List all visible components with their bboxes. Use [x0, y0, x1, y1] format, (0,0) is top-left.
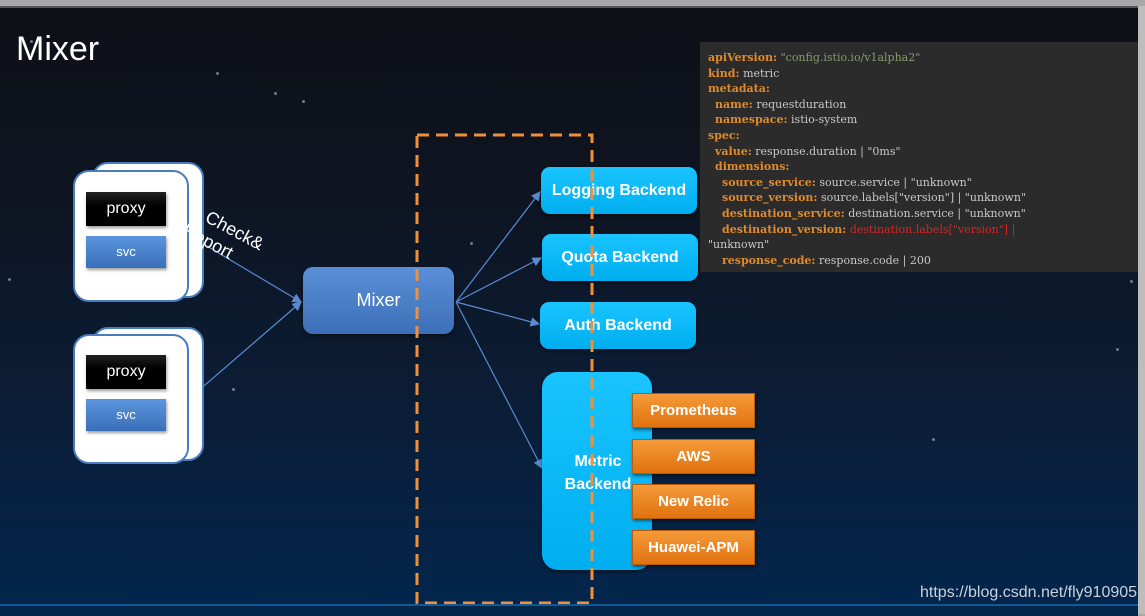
star-decoration	[302, 100, 305, 103]
star-decoration	[8, 278, 11, 281]
code-line: destination_service: destination.service…	[708, 206, 1138, 222]
code-value: "unknown"	[708, 238, 770, 252]
arrow-pod1-to-mixer	[189, 235, 303, 303]
code-value: destination.labels["version"] |	[849, 222, 1016, 236]
arrow-pod2-to-mixer	[189, 301, 302, 399]
arrow-mixer-to-metric	[455, 301, 543, 470]
star-decoration	[1116, 348, 1119, 351]
code-value: requestduration	[756, 97, 847, 111]
code-value: response.duration | "0ms"	[755, 144, 901, 158]
arrow-mixer-to-logging	[455, 191, 541, 303]
code-key: value:	[715, 144, 752, 158]
provider-prometheus[interactable]: Prometheus	[632, 393, 755, 428]
arrow-mixer-to-auth	[455, 301, 541, 327]
code-key: kind:	[708, 66, 740, 80]
code-key: dimensions:	[715, 160, 790, 174]
code-line: source_service: source.service | "unknow…	[708, 175, 1138, 191]
star-decoration	[216, 72, 219, 75]
proxy-box[interactable]: proxy	[86, 355, 166, 389]
code-line: response_code: response.code | 200	[708, 253, 1138, 269]
code-line: spec:	[708, 128, 1138, 144]
code-value: source.service | "unknown"	[819, 175, 972, 189]
star-decoration	[1130, 280, 1133, 283]
code-key: source_version:	[722, 191, 818, 205]
code-value: metric	[743, 66, 780, 80]
star-decoration	[274, 92, 277, 95]
code-key: namespace:	[715, 113, 788, 127]
logging-backend[interactable]: Logging Backend	[541, 167, 697, 214]
code-line: namespace: istio-system	[708, 112, 1138, 128]
code-key: response_code:	[722, 253, 816, 267]
code-key: destination_service:	[722, 206, 845, 220]
star-decoration	[30, 40, 33, 43]
star-decoration	[932, 438, 935, 441]
star-decoration	[232, 388, 235, 391]
code-key: destination_version:	[722, 222, 847, 236]
config-code-block: apiVersion: "config.istio.io/v1alpha2"ki…	[700, 42, 1138, 272]
watermark: https://blog.csdn.net/fly910905	[920, 584, 1138, 601]
bottom-divider	[0, 604, 1138, 606]
code-line: apiVersion: "config.istio.io/v1alpha2"	[708, 50, 1138, 66]
slide-title: Mixer	[16, 30, 100, 68]
provider-new-relic[interactable]: New Relic	[632, 484, 755, 519]
provider-aws[interactable]: AWS	[632, 439, 755, 474]
code-line: "unknown"	[708, 237, 1138, 253]
code-value: istio-system	[791, 113, 858, 127]
auth-backend[interactable]: Auth Backend	[540, 302, 696, 349]
svc-box[interactable]: svc	[86, 399, 166, 431]
arrow-mixer-to-quota	[455, 257, 543, 303]
code-line: destination_version: destination.labels[…	[708, 222, 1138, 238]
proxy-box[interactable]: proxy	[86, 192, 166, 226]
provider-huawei-apm[interactable]: Huawei-APM	[632, 530, 755, 565]
svc-box[interactable]: svc	[86, 236, 166, 268]
code-value: response.code | 200	[819, 253, 931, 267]
code-key: spec:	[708, 128, 740, 142]
code-line: dimensions:	[708, 159, 1138, 175]
code-key: apiVersion:	[708, 51, 778, 64]
code-value: source.labels["version"] | "unknown"	[820, 191, 1026, 205]
mixer-node[interactable]: Mixer	[303, 267, 454, 334]
code-line: metadata:	[708, 81, 1138, 97]
code-key: source_service:	[722, 175, 816, 189]
code-line: kind: metric	[708, 66, 1138, 82]
code-value: "config.istio.io/v1alpha2"	[780, 51, 921, 64]
code-key: name:	[715, 97, 753, 111]
code-value: destination.service | "unknown"	[848, 206, 1026, 220]
quota-backend[interactable]: Quota Backend	[542, 234, 698, 281]
code-line: source_version: source.labels["version"]…	[708, 190, 1138, 206]
scrollbar[interactable]	[1138, 6, 1145, 614]
code-line: name: requestduration	[708, 97, 1138, 113]
code-line: value: response.duration | "0ms"	[708, 144, 1138, 160]
code-key: metadata:	[708, 82, 770, 96]
